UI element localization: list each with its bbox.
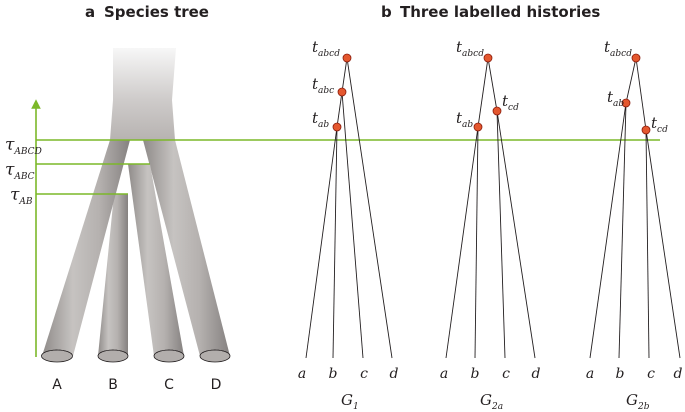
node-ab bbox=[332, 122, 342, 132]
tube-end-C bbox=[153, 349, 185, 363]
node-label: tabcd bbox=[312, 38, 340, 59]
node-ab bbox=[621, 98, 631, 108]
tau-ab-label: τAB bbox=[10, 185, 33, 207]
history-name-G1: G1 bbox=[341, 391, 359, 412]
leaf-label: b bbox=[471, 366, 480, 382]
panel-a-letter: a bbox=[85, 3, 95, 21]
tube-C bbox=[128, 164, 184, 356]
leaf-label: b bbox=[329, 366, 338, 382]
node-abcd bbox=[342, 53, 352, 63]
leaf-label: c bbox=[502, 366, 510, 382]
tau-abcd-label: τABCD bbox=[5, 135, 42, 157]
species-labels: A B C D bbox=[52, 377, 221, 393]
ancestral-trunk bbox=[110, 48, 176, 140]
node-label: tabcd bbox=[604, 38, 632, 59]
leaf-label: d bbox=[674, 366, 683, 382]
node-abc bbox=[337, 87, 347, 97]
leaf-label: c bbox=[360, 366, 368, 382]
tau-labels: τABCD τABC τAB bbox=[5, 135, 42, 207]
node-ab bbox=[473, 122, 483, 132]
node-label: tcd bbox=[502, 92, 519, 113]
node-abcd bbox=[483, 53, 493, 63]
leaf-label: a bbox=[440, 366, 448, 382]
node-label: tab bbox=[607, 88, 624, 109]
leaf-label: d bbox=[532, 366, 541, 382]
leaf-label: d bbox=[390, 366, 399, 382]
species-label-C: C bbox=[164, 377, 174, 393]
leaf-label: a bbox=[298, 366, 306, 382]
panel-b-heading: b Three labelled histories bbox=[381, 3, 600, 21]
tube-end-B bbox=[97, 349, 129, 363]
panel-b-letter: b bbox=[381, 3, 392, 21]
node-label: tab bbox=[456, 109, 473, 130]
node-cd bbox=[641, 125, 651, 135]
node-label: tab bbox=[312, 109, 329, 130]
node-label: tabcd bbox=[456, 38, 484, 59]
species-tree-tubes bbox=[41, 48, 231, 363]
gene-tree-G2b: tabcd tab tcd a b c d G2b bbox=[586, 38, 683, 412]
node-label: tcd bbox=[651, 114, 668, 135]
species-label-D: D bbox=[211, 377, 222, 393]
tau-abc-label: τABC bbox=[5, 160, 35, 182]
leaf-label: c bbox=[647, 366, 655, 382]
history-name-G2b: G2b bbox=[626, 391, 650, 412]
panel-a-heading: a Species tree bbox=[85, 3, 209, 21]
leaf-label: a bbox=[586, 366, 594, 382]
time-axis bbox=[31, 99, 660, 357]
node-abcd bbox=[631, 53, 641, 63]
species-label-B: B bbox=[108, 377, 118, 393]
species-label-A: A bbox=[52, 377, 62, 393]
tube-D bbox=[143, 140, 230, 356]
leaf-label: b bbox=[616, 366, 625, 382]
panel-b-title: Three labelled histories bbox=[400, 3, 600, 21]
node-label: tabc bbox=[312, 75, 334, 96]
panel-a-title: Species tree bbox=[104, 3, 209, 21]
gene-tree-G1: tabcd tabc tab a b c d G1 bbox=[298, 38, 399, 412]
node-cd bbox=[492, 106, 502, 116]
tube-end-D bbox=[199, 349, 231, 363]
tube-B bbox=[98, 194, 128, 356]
history-name-G2a: G2a bbox=[480, 391, 503, 412]
gene-tree-G2a: tabcd tab tcd a b c d G2a bbox=[440, 38, 541, 412]
